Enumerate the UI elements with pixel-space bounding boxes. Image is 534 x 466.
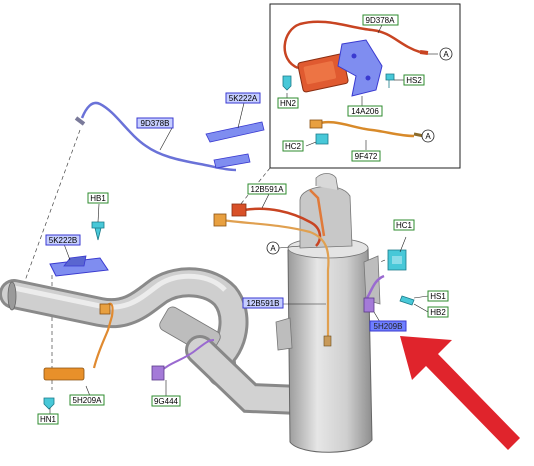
label-12b591b: 12B591B (242, 297, 284, 309)
svg-text:14A206: 14A206 (351, 107, 379, 116)
label-14a206: 14A206 (347, 105, 383, 117)
label-5k222b: 5K222B (45, 234, 81, 246)
svg-text:A: A (443, 50, 449, 59)
ref-marker-a-1: A (439, 47, 453, 61)
dpf-canister (275, 173, 381, 453)
ref-marker-a-2: A (421, 129, 435, 143)
label-hc1: HC1 (393, 219, 415, 231)
svg-text:9G444: 9G444 (154, 397, 179, 406)
label-hb2: HB2 (427, 306, 449, 318)
label-9f472: 9F472 (351, 150, 381, 162)
clip-hn1-icon (43, 397, 55, 410)
svg-text:HC2: HC2 (285, 142, 302, 151)
label-hs2: HS2 (403, 74, 425, 86)
svg-text:HC1: HC1 (396, 221, 413, 230)
label-hb1: HB1 (87, 192, 109, 204)
nox-sensor-14a206 (283, 20, 429, 93)
clip-hc2-icon (315, 133, 329, 145)
sensor-bracket (337, 39, 383, 97)
svg-text:9D378B: 9D378B (141, 119, 170, 128)
svg-text:12B591B: 12B591B (247, 299, 280, 308)
nox-sensor-9d378b (74, 101, 265, 172)
label-12b591a: 12B591A (247, 183, 287, 195)
svg-text:HN2: HN2 (280, 99, 297, 108)
svg-text:5K222B: 5K222B (49, 236, 77, 245)
label-hs1: HS1 (427, 290, 449, 302)
svg-text:12B591A: 12B591A (251, 185, 285, 194)
label-hn1: HN1 (37, 413, 59, 425)
label-5h209a: 5H209A (69, 394, 105, 406)
label-9g444: 9G444 (151, 395, 181, 407)
svg-text:HS2: HS2 (406, 76, 422, 85)
svg-text:HN1: HN1 (40, 415, 57, 424)
svg-text:HS1: HS1 (430, 292, 446, 301)
svg-text:5K222A: 5K222A (229, 94, 258, 103)
sensor-5h209b (363, 274, 385, 313)
svg-text:HB1: HB1 (90, 194, 106, 203)
sensor-5h209a (43, 302, 114, 381)
clip-hc1-icon (387, 249, 407, 271)
svg-text:A: A (270, 244, 276, 253)
svg-text:5H209A: 5H209A (73, 396, 103, 405)
label-5k222a: 5K222A (225, 92, 261, 104)
clip-hs1-icon (399, 295, 415, 306)
temp-sensor-12b591b (213, 189, 332, 347)
red-arrow-icon (400, 336, 520, 450)
svg-text:5H209B: 5H209B (374, 322, 403, 331)
svg-text:9D378A: 9D378A (366, 16, 396, 25)
clip-hb1-icon (91, 221, 105, 241)
label-9d378a: 9D378A (362, 14, 399, 26)
label-hn2: HN2 (277, 97, 299, 109)
ref-marker-a-main: A (266, 241, 301, 255)
label-5h209b: 5H209B (369, 320, 407, 332)
svg-text:9F472: 9F472 (355, 152, 378, 161)
svg-text:A: A (425, 132, 431, 141)
label-hc2: HC2 (282, 140, 304, 152)
label-9d378b: 9D378B (136, 117, 174, 129)
bracket-5k222b (49, 255, 109, 277)
inset-panel: 9D378A HN2 HS2 14A206 HC2 9F472 A A (269, 3, 461, 169)
sensor-9g444 (151, 339, 215, 381)
svg-text:HB2: HB2 (430, 308, 446, 317)
clip-hn2-icon (282, 75, 292, 91)
